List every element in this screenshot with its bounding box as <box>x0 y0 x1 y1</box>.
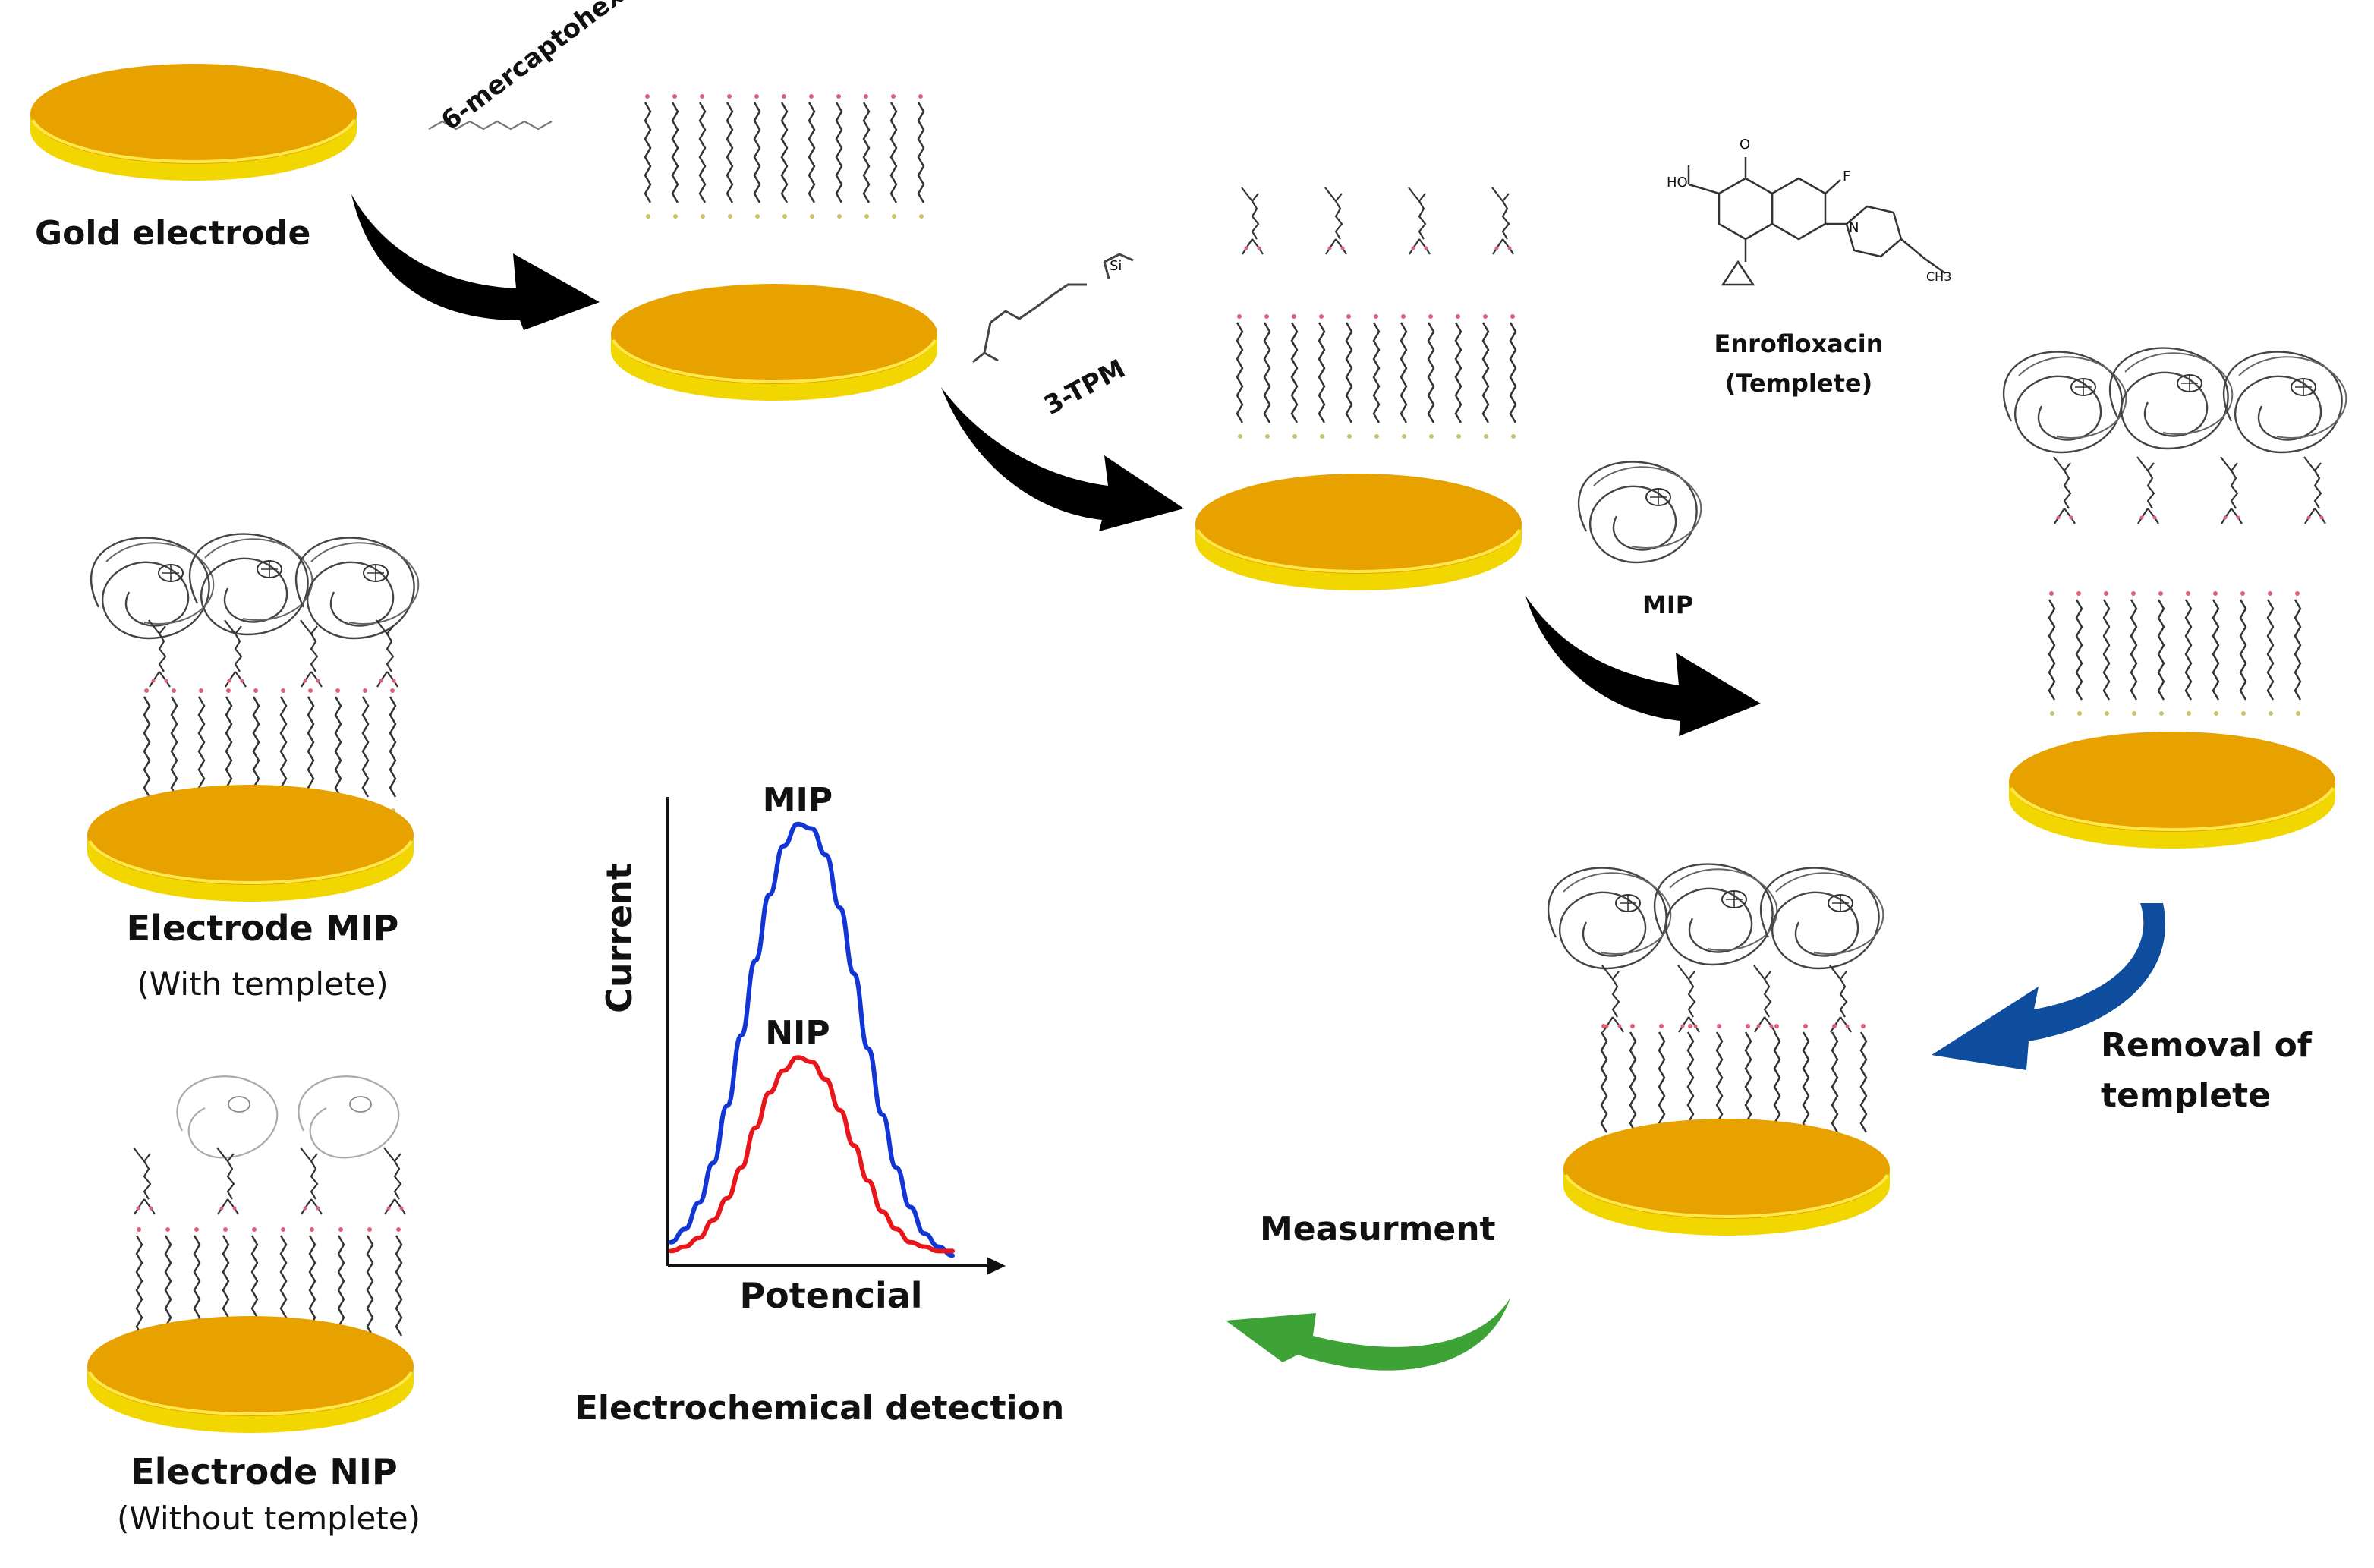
removal-label-line1: Removal of <box>2101 1026 2312 1065</box>
chem-ho-label: HO <box>1667 175 1688 190</box>
chem-si-label: Si <box>1110 258 1122 274</box>
enrofloxacin-structure <box>1687 157 1946 286</box>
mercaptohexanol-molecule <box>428 120 553 131</box>
arrow-step3-black <box>1525 596 1761 736</box>
chem-ch3-label: CH3 <box>1926 269 1952 284</box>
enrofloxacin-templete-label: (Templete) <box>1724 369 1873 398</box>
with-templete-label: (With templete) <box>137 965 389 1003</box>
electrochemical-detection-label: Electrochemical detection <box>575 1389 1065 1428</box>
silane-electrode-group <box>1194 186 1523 592</box>
electrode-mip-label: Electrode MIP <box>126 908 399 949</box>
arrow-step2-black <box>941 387 1184 531</box>
gold-electrode-disk <box>29 62 358 182</box>
chart-series-label-nip: NIP <box>765 1014 830 1053</box>
chem-n-label: N <box>1849 220 1859 236</box>
mip-electrode-group <box>2002 347 2347 850</box>
measurment-label: Measurment <box>1260 1210 1496 1248</box>
electrode-nip-label: Electrode NIP <box>131 1451 398 1492</box>
gold-electrode-label: Gold electrode <box>35 214 311 253</box>
without-templete-label: (Without templete) <box>117 1500 420 1537</box>
chart-series-line-mip <box>669 821 955 1258</box>
chart-y-axis-label: Current <box>599 863 640 1013</box>
mip-polymer-label: MIP <box>1642 590 1694 619</box>
arrow-measurement-green <box>1226 1298 1510 1371</box>
arrow-removal-blue <box>1932 903 2166 1070</box>
arrow-step1-black <box>351 194 600 330</box>
sam-electrode-group <box>609 93 939 402</box>
chart-x-axis-label: Potencial <box>739 1275 923 1316</box>
mip-polymer-sketch <box>1577 461 1702 564</box>
removal-label-line2: templete <box>2101 1076 2272 1115</box>
electrode-mip-group <box>86 533 420 903</box>
removed-template-electrode-group <box>1547 863 1891 1237</box>
tpm-molecule <box>972 253 1134 364</box>
chart-series-label-mip: MIP <box>762 780 833 820</box>
detection-chart <box>666 797 1006 1275</box>
enrofloxacin-label: Enrofloxacin <box>1714 329 1884 358</box>
chem-o-label: O <box>1740 137 1751 153</box>
chart-x-axis-arrowhead <box>987 1257 1006 1275</box>
electrode-nip-group <box>86 1075 415 1434</box>
chart-series-line-nip <box>669 1055 955 1254</box>
chem-f-label: F <box>1843 168 1851 184</box>
